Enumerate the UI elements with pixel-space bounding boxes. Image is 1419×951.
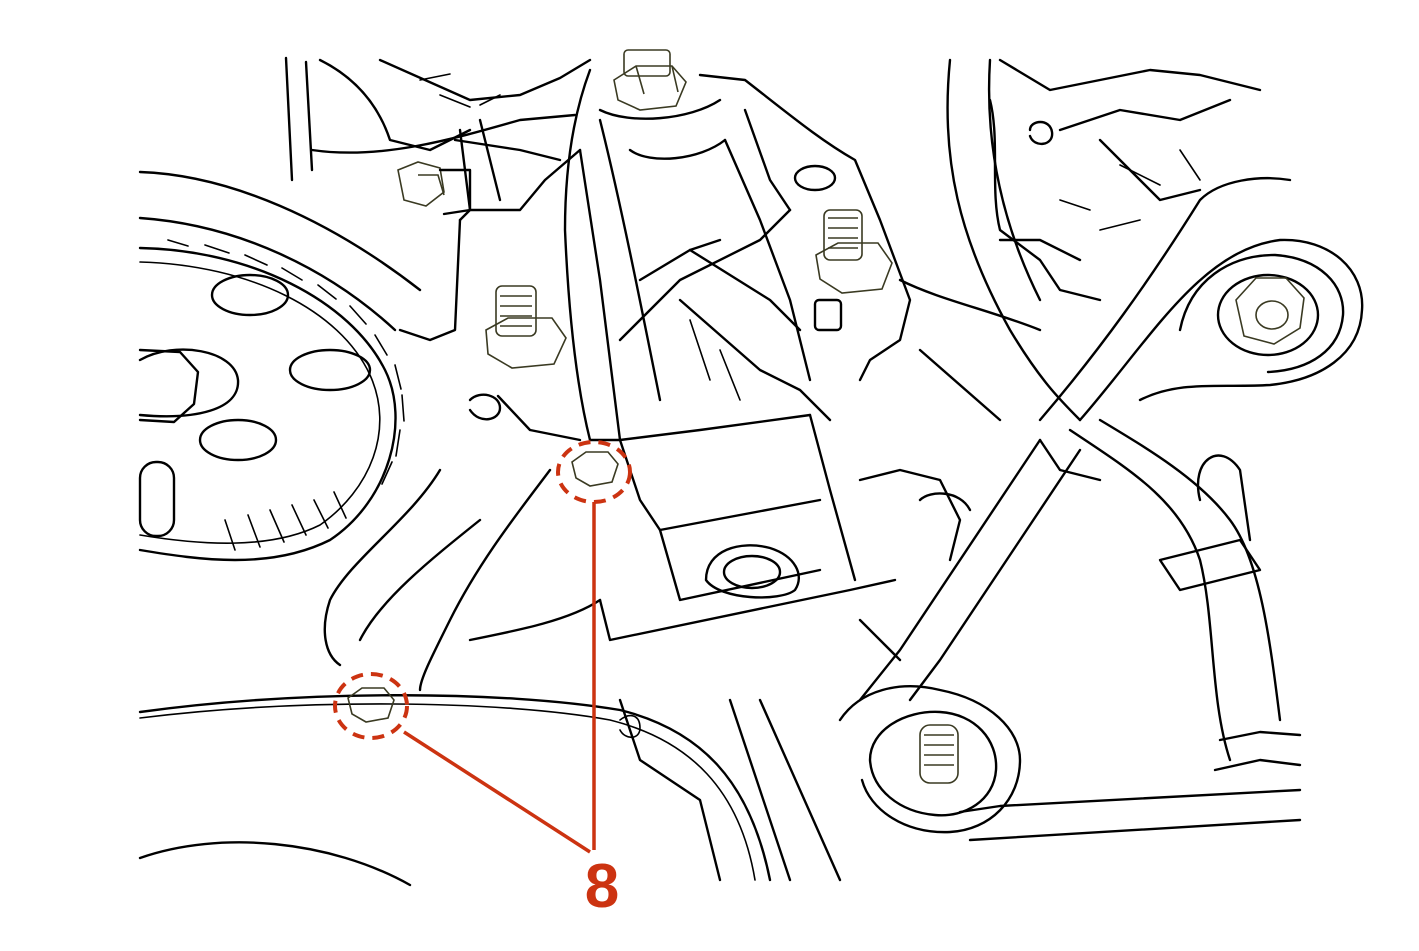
stud-left [485,285,567,369]
callout-8 [333,440,632,854]
stud-right [815,209,893,294]
engine-mount-bracket [563,68,912,642]
bolt-upper-left [397,161,472,216]
upper-right-machinery [898,58,1262,422]
highlight-upper-bolt [556,440,632,504]
timing-gear [138,170,422,562]
right-pulley [946,58,1364,772]
highlight-lower-bolt [333,672,409,740]
leader-line-lower [403,730,591,854]
upper-housing [284,56,592,212]
callout-number-8: 8 [584,852,620,921]
lower-structures [138,468,972,887]
mount-body [323,148,602,692]
lower-arm [838,438,1302,842]
top-nut [613,49,687,111]
